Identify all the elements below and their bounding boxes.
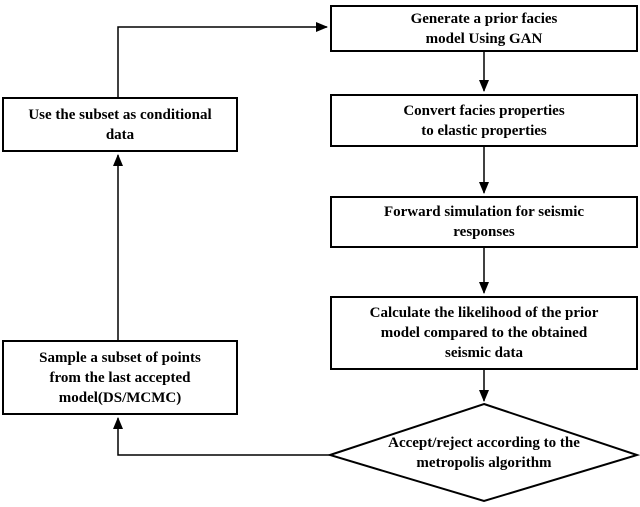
node-forward-simulation: Forward simulation for seismic responses [330,196,638,248]
arrow-decision-to-sample [113,417,330,456]
node-label: Calculate the likelihood of the prior mo… [369,305,599,361]
node-accept-reject-decision: Accept/reject according to the metropoli… [360,431,608,475]
node-label: Sample a subset of points from the last … [39,349,201,406]
node-label: Accept/reject according to the metropoli… [388,435,580,471]
arrow-use-subset-to-generate [117,22,328,97]
node-sample-subset: Sample a subset of points from the last … [2,340,238,415]
node-label: Use the subset as conditional data [28,106,212,143]
node-label: Forward simulation for seismic responses [383,204,585,240]
node-label: Generate a prior facies model Using GAN [410,10,558,47]
node-label: Convert facies properties to elastic pro… [403,102,565,139]
node-generate-prior-facies: Generate a prior facies model Using GAN [330,5,638,52]
node-use-subset-conditional: Use the subset as conditional data [2,97,238,152]
node-convert-facies: Convert facies properties to elastic pro… [330,94,638,147]
decision-diamond-shape [326,402,640,503]
node-calculate-likelihood: Calculate the likelihood of the prior mo… [330,296,638,370]
